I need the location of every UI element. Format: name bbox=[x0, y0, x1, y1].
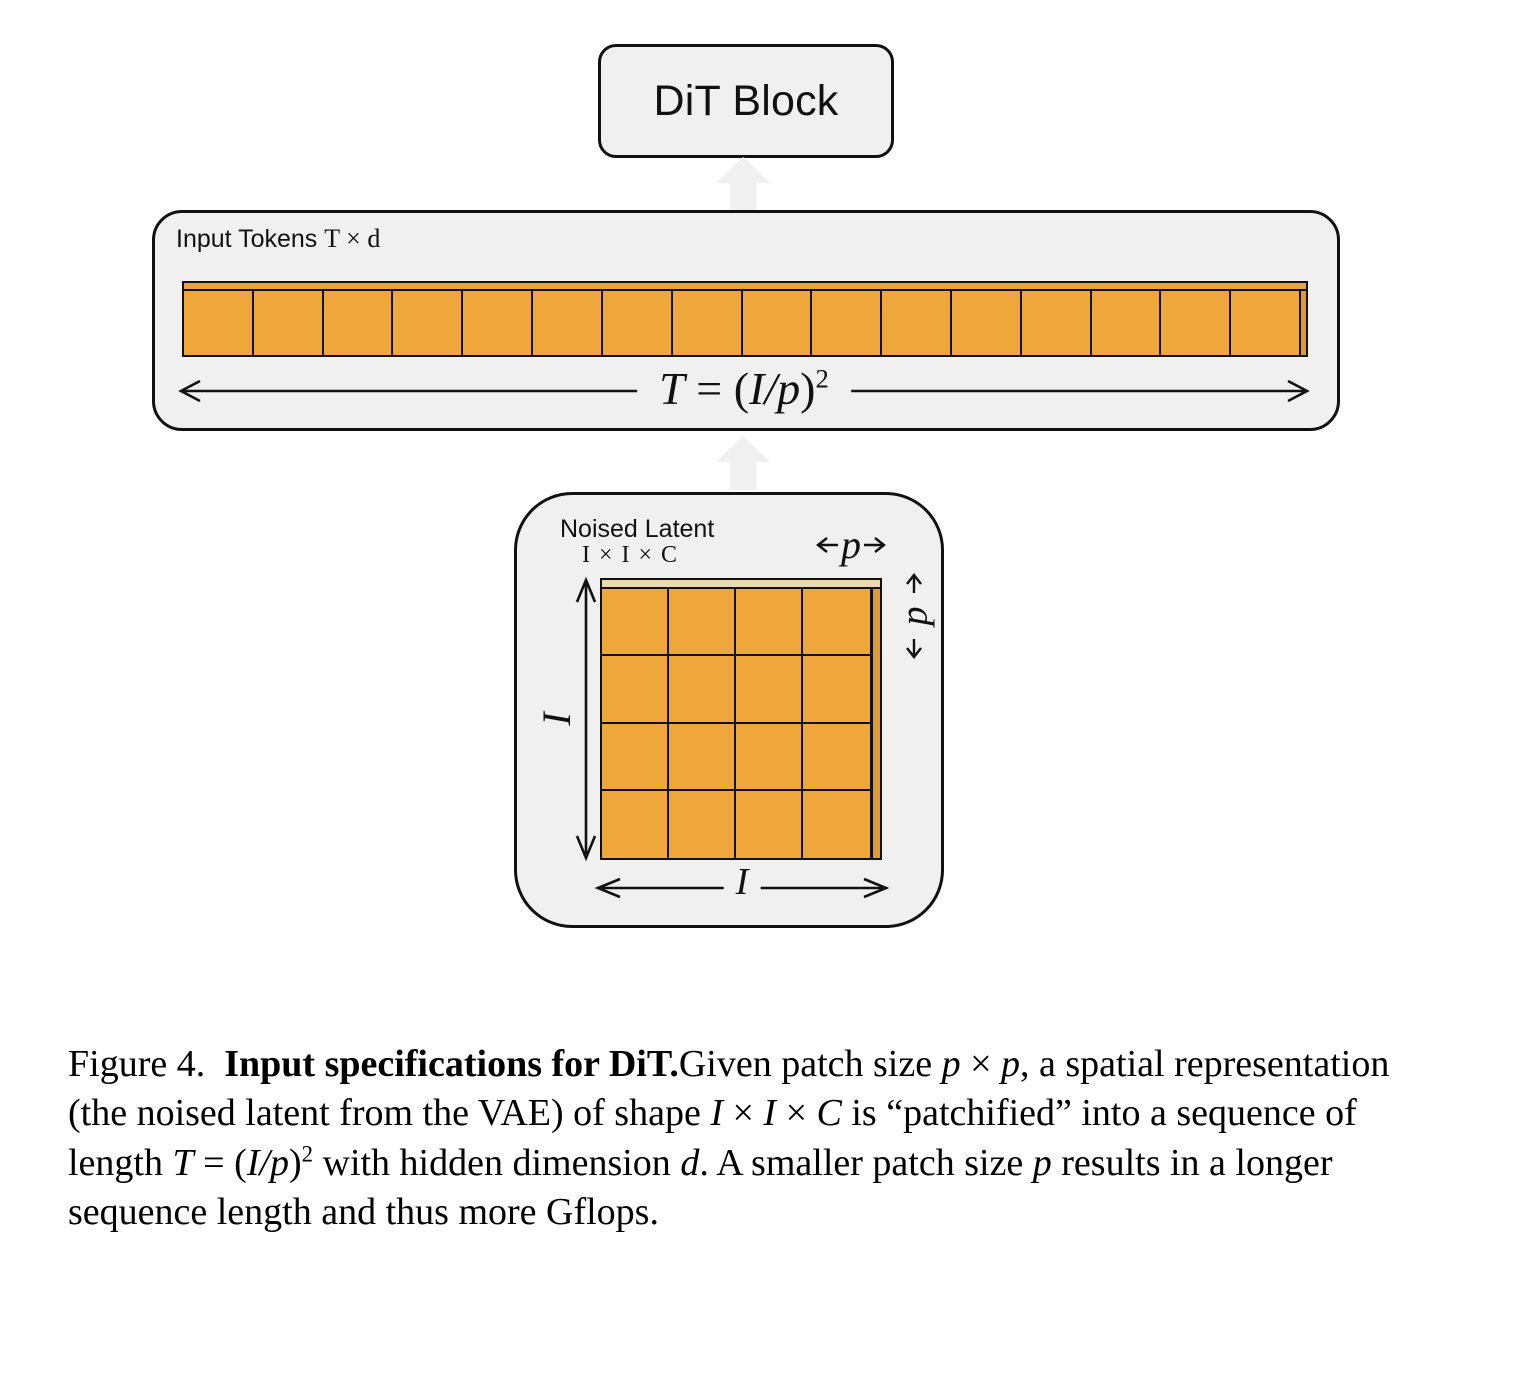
formula-p: p bbox=[777, 363, 801, 414]
caption-shape-I2: I bbox=[763, 1092, 777, 1135]
formula-close-paren: ) bbox=[800, 363, 816, 414]
latent-height-arrow-icon bbox=[575, 576, 597, 862]
patch-width-right-arrow-icon bbox=[864, 537, 886, 553]
token-cell bbox=[253, 291, 324, 355]
token-cell bbox=[184, 291, 254, 355]
latent-patch-cell bbox=[803, 723, 870, 791]
latent-patch-cell bbox=[602, 790, 669, 858]
caption-shape-I1: I bbox=[710, 1092, 723, 1135]
patch-width-measure: p bbox=[806, 522, 896, 568]
token-cell bbox=[951, 291, 1022, 355]
caption-formula-p: p bbox=[269, 1141, 289, 1184]
sequence-length-measure: T = (I/p)2 bbox=[178, 362, 1310, 418]
latent-patch-cell bbox=[736, 656, 803, 724]
latent-patch-cell bbox=[736, 723, 803, 791]
caption-shape-C: C bbox=[816, 1092, 842, 1135]
token-cell bbox=[812, 291, 883, 355]
formula-I: I bbox=[749, 363, 765, 414]
token-cell bbox=[1021, 291, 1092, 355]
token-strip bbox=[182, 281, 1308, 357]
latent-patch-cell bbox=[602, 656, 669, 724]
caption-part-1: Given patch size bbox=[678, 1043, 942, 1085]
token-cell bbox=[742, 291, 813, 355]
latent-patch-grid bbox=[600, 578, 882, 860]
latent-patch-cell bbox=[736, 589, 803, 657]
caption-p-var-b: p bbox=[1001, 1043, 1021, 1085]
formula-slash: / bbox=[764, 363, 778, 414]
latent-patch-cell bbox=[669, 790, 736, 858]
latent-patch-cell bbox=[803, 589, 870, 657]
caption-p-var-a: p bbox=[941, 1043, 961, 1085]
token-cells-row bbox=[182, 289, 1301, 357]
token-cell bbox=[602, 291, 673, 355]
input-tokens-title-math: T × d bbox=[324, 224, 381, 253]
caption-formula-open: ( bbox=[234, 1141, 247, 1184]
latent-patch-cell bbox=[736, 790, 803, 858]
patch-height-down-arrow-icon bbox=[906, 639, 922, 659]
input-tokens-title: Input Tokens T × d bbox=[176, 224, 380, 254]
patch-height-label: p bbox=[893, 606, 935, 626]
formula-exponent: 2 bbox=[815, 363, 829, 394]
latent-patch-cell bbox=[669, 723, 736, 791]
formula-open-paren: ( bbox=[733, 363, 750, 414]
caption-formula-close: ) bbox=[288, 1141, 302, 1184]
latent-patch-cell bbox=[803, 656, 870, 724]
token-cell bbox=[463, 291, 534, 355]
latent-patch-cell bbox=[602, 589, 669, 657]
caption-part-2: , a spatial representation (the noised l… bbox=[68, 1043, 1390, 1135]
token-cell bbox=[882, 291, 952, 355]
sequence-length-formula: T = (I/p)2 bbox=[637, 362, 851, 415]
caption-shape-x1: × bbox=[722, 1092, 764, 1135]
figure-number: Figure 4. bbox=[68, 1043, 206, 1085]
latent-grid-side-face bbox=[871, 587, 882, 860]
token-strip-side-face bbox=[1299, 289, 1308, 357]
token-cell bbox=[533, 291, 603, 355]
token-cell bbox=[1161, 291, 1232, 355]
caption-size-p: p bbox=[1032, 1141, 1052, 1184]
latent-width-measure: I bbox=[594, 860, 890, 910]
patch-height-measure: p bbox=[888, 568, 940, 664]
latent-height-measure: I bbox=[534, 576, 604, 862]
caption-formula-eq: = bbox=[193, 1141, 235, 1184]
input-tokens-title-text: Input Tokens bbox=[176, 225, 325, 253]
latent-grid-cells bbox=[600, 587, 872, 860]
noised-latent-title-text: Noised Latent bbox=[560, 515, 715, 543]
figure-caption: Figure 4. Input specifications for DiT.G… bbox=[68, 1040, 1450, 1238]
arrow-tokens-to-dit-block-icon bbox=[716, 157, 770, 211]
caption-part-5: . A smaller patch size bbox=[699, 1141, 1033, 1184]
latent-patch-cell bbox=[602, 723, 669, 791]
caption-dim-d: d bbox=[680, 1141, 700, 1184]
token-cell bbox=[393, 291, 464, 355]
token-cell bbox=[1231, 291, 1299, 355]
latent-patch-cell bbox=[669, 656, 736, 724]
latent-patch-cell bbox=[669, 589, 736, 657]
token-cell bbox=[672, 291, 743, 355]
token-cell bbox=[1091, 291, 1162, 355]
caption-formula-I: I bbox=[246, 1141, 260, 1184]
patch-width-label: p bbox=[841, 522, 861, 567]
caption-part-4: with hidden dimension bbox=[313, 1141, 681, 1184]
token-cell bbox=[323, 291, 394, 355]
arrow-latent-to-tokens-icon bbox=[716, 436, 770, 490]
latent-width-label: I bbox=[723, 860, 761, 904]
latent-height-label: I bbox=[534, 712, 580, 726]
latent-patch-cell bbox=[803, 790, 870, 858]
caption-shape-x2: × bbox=[776, 1092, 817, 1135]
caption-formula-T: T bbox=[172, 1141, 194, 1184]
dit-block-label: DiT Block bbox=[653, 76, 839, 125]
noised-latent-shape: I × I × C bbox=[582, 542, 679, 568]
figure-bold-title: Input specifications for DiT. bbox=[224, 1043, 679, 1085]
dit-block-node: DiT Block bbox=[598, 44, 894, 158]
patch-height-up-arrow-icon bbox=[906, 573, 922, 593]
caption-part-6: results in a longer sequence length and … bbox=[68, 1141, 1333, 1234]
caption-formula-slash: / bbox=[259, 1141, 270, 1184]
formula-equals: = bbox=[684, 363, 734, 414]
patch-width-left-arrow-icon bbox=[816, 537, 838, 553]
formula-T: T bbox=[659, 363, 685, 414]
noised-latent-title: Noised Latent I × I × C bbox=[560, 516, 714, 569]
caption-part-3: is “patchified” into a sequence of lengt… bbox=[68, 1092, 1357, 1184]
caption-times-a: × bbox=[960, 1043, 1002, 1085]
caption-formula-exp: 2 bbox=[301, 1141, 313, 1167]
